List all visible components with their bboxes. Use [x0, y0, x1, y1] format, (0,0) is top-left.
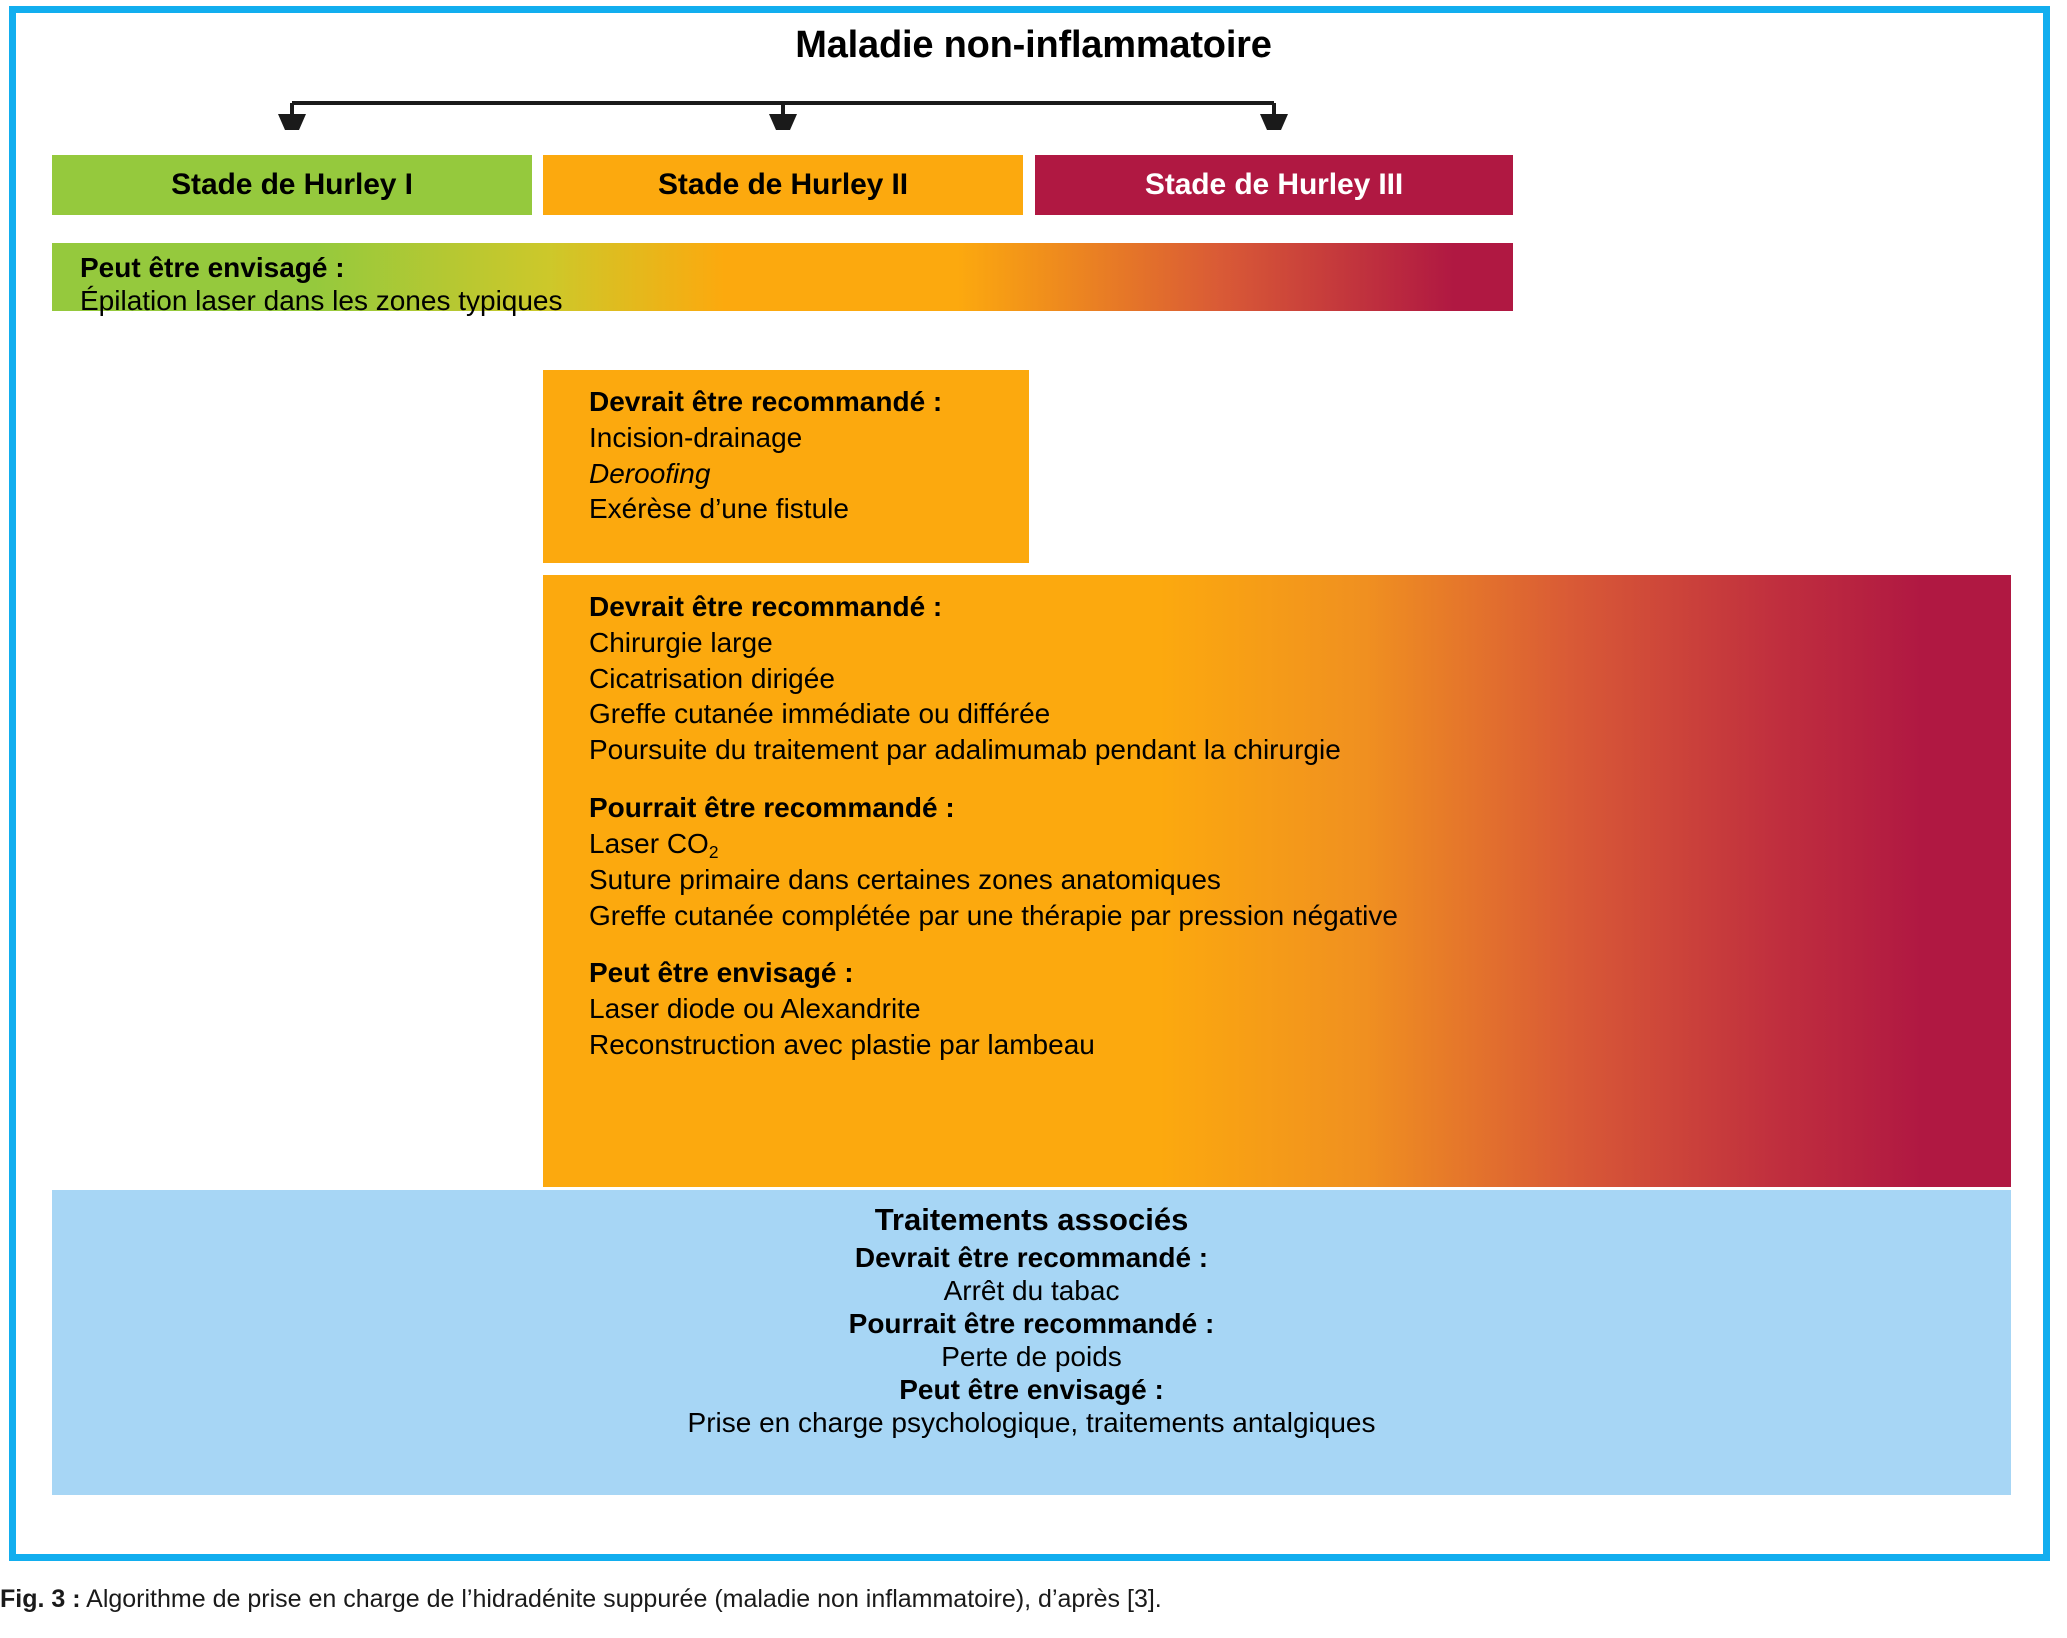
- section-spacer-1: [589, 933, 2011, 955]
- box-hurley-2-item-1: Deroofing: [589, 457, 711, 489]
- figure-caption-label: Fig. 3 :: [0, 1585, 81, 1613]
- box-hurley-2-3-section-2-item-0: Laser diode ou Alexandrite: [589, 993, 921, 1025]
- associated-row-1: Arrêt du tabac: [943, 1274, 1120, 1306]
- band-laser-epilation-heading: Peut être envisagé :: [80, 252, 345, 283]
- associated-row-3: Perte de poids: [941, 1340, 1122, 1372]
- box-hurley-2-3-section-1-item-2: Greffe cutanée complétée par une thérapi…: [589, 899, 1398, 931]
- associated-row-0: Devrait être recommandé :: [854, 1241, 1209, 1273]
- box-hurley-2-3-section-0-item-1: Cicatrisation dirigée: [589, 662, 835, 694]
- stage-bar-hurley-2-label: Stade de Hurley II: [658, 168, 908, 201]
- box-hurley-2-3-section-0-item-3: Poursuite du traitement par adalimumab p…: [589, 734, 1341, 766]
- stage-bar-hurley-3-label: Stade de Hurley III: [1144, 168, 1404, 201]
- box-associated-treatments: Traitements associés Devrait être recomm…: [52, 1190, 2011, 1495]
- stage-bar-hurley-1[interactable]: Stade de Hurley I: [52, 155, 532, 215]
- box-hurley-2-3-section-0-item-2: Greffe cutanée immédiate ou différée: [589, 698, 1051, 730]
- associated-row-2: Pourrait être recommandé :: [848, 1307, 1215, 1339]
- associated-treatments-title: Traitements associés: [874, 1202, 1189, 1237]
- band-laser-epilation: Peut être envisagé : Épilation laser dan…: [52, 243, 1513, 316]
- box-hurley-2-3-section-2-heading: Peut être envisagé :: [589, 957, 854, 989]
- arrowhead-stage-3-icon: [1260, 114, 1288, 146]
- stage-bar-hurley-1-label: Stade de Hurley I: [171, 168, 413, 201]
- arrowhead-stage-1-icon: [278, 114, 306, 146]
- laser-co2-prefix: Laser CO: [589, 827, 709, 859]
- connector-arrows: [0, 70, 2067, 146]
- laser-co2-subscript: 2: [708, 841, 719, 862]
- box-hurley-2-3-section-2-item-1: Reconstruction avec plastie par lambeau: [589, 1029, 1095, 1061]
- box-hurley-2-3-section-1-item-0: Laser CO2: [589, 826, 2011, 862]
- stage-bar-hurley-2[interactable]: Stade de Hurley II: [543, 155, 1023, 215]
- root-title: Maladie non-inflammatoire: [795, 24, 1272, 66]
- section-spacer-0: [589, 768, 2011, 790]
- figure-caption-text: Algorithme de prise en charge de l’hidra…: [86, 1585, 1162, 1613]
- box-hurley-2-3-section-0-item-0: Chirurgie large: [589, 626, 773, 658]
- associated-row-4: Peut être envisagé :: [899, 1373, 1164, 1405]
- connector-svg: [278, 101, 1288, 146]
- box-hurley-2-item-0: Incision-drainage: [589, 421, 803, 453]
- box-hurley-2-3-section-0-heading: Devrait être recommandé :: [589, 591, 943, 622]
- box-hurley-2-3-section-1-heading: Pourrait être recommandé :: [589, 792, 955, 824]
- band-laser-epilation-item-0: Épilation laser dans les zones typiques: [80, 285, 563, 317]
- associated-row-5: Prise en charge psychologique, traitemen…: [687, 1406, 1376, 1438]
- arrowhead-stage-2-icon: [769, 114, 797, 146]
- figure-caption: Fig. 3 : Algorithme de prise en charge d…: [0, 1585, 2067, 1614]
- box-hurley-2-recommended: Devrait être recommandé : Incision-drain…: [543, 370, 1029, 563]
- box-hurley-2-3-surgical: Devrait être recommandé : Chirurgie larg…: [543, 575, 2011, 1187]
- box-hurley-2-item-2: Exérèse d’une fistule: [589, 493, 849, 525]
- box-hurley-2-3-section-1-item-1: Suture primaire dans certaines zones ana…: [589, 863, 1221, 895]
- stage-bar-hurley-3[interactable]: Stade de Hurley III: [1035, 155, 1513, 215]
- box-hurley-2-heading: Devrait être recommandé :: [589, 386, 943, 417]
